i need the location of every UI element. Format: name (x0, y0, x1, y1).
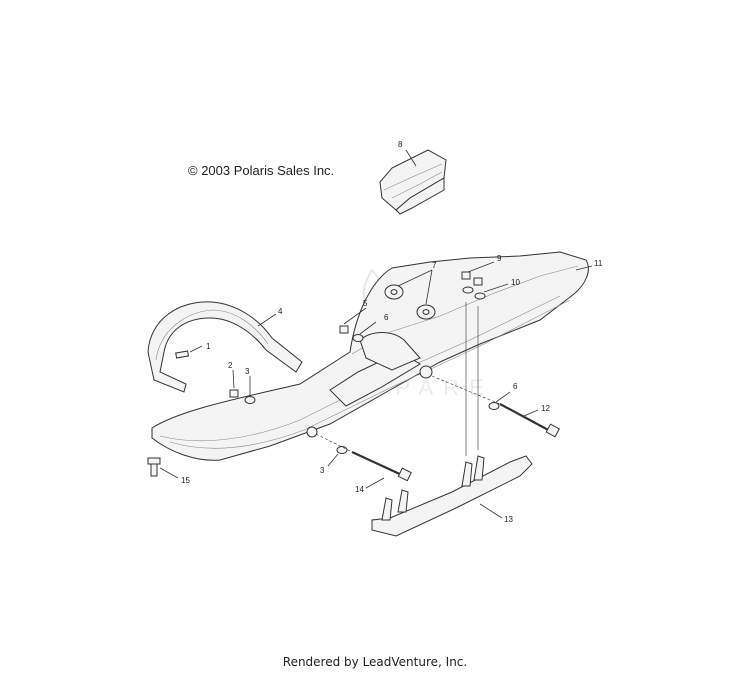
render-credit-footer: Rendered by LeadVenture, Inc. (282, 655, 468, 669)
leader-lines (159, 149, 593, 519)
callout-3-upper: 3 (245, 367, 250, 376)
callout-14: 14 (355, 485, 364, 494)
assembly-guide-lines (315, 302, 501, 456)
wear-bar-part-13[interactable] (371, 455, 533, 537)
callout-15: 15 (181, 476, 190, 485)
callout-12: 12 (541, 404, 550, 413)
washer-part-3-lower[interactable] (336, 446, 348, 454)
bushing-part-7-b[interactable] (416, 304, 436, 320)
bolt-part-15[interactable] (147, 457, 161, 477)
washer-part-10[interactable] (462, 286, 486, 300)
copyright-notice: © 2003 Polaris Sales Inc. (188, 163, 335, 178)
ski-body-part-11[interactable] (151, 251, 589, 461)
callout-13: 13 (504, 515, 513, 524)
callout-9: 9 (497, 254, 502, 263)
callout-5: 5 (363, 299, 368, 308)
callout-7: 7 (432, 261, 437, 270)
bolt-part-12[interactable] (499, 403, 560, 438)
callout-labels: 1 2 3 3 4 5 6 6 7 8 9 10 11 12 13 14 15 (181, 140, 603, 524)
nut-part-5[interactable] (339, 325, 349, 334)
callout-3-lower: 3 (320, 466, 325, 475)
pin-part-1[interactable] (175, 350, 190, 359)
callout-1: 1 (206, 342, 211, 351)
bolt-part-14[interactable] (351, 451, 412, 482)
callout-4: 4 (278, 307, 283, 316)
callout-8: 8 (398, 140, 403, 149)
bushing-part-7-a[interactable] (384, 284, 404, 300)
callout-10: 10 (511, 278, 520, 287)
washer-part-3-upper[interactable] (244, 396, 256, 404)
ski-loop-part-4[interactable] (147, 301, 303, 393)
ski-saddle-part-8[interactable] (379, 149, 447, 215)
washer-part-6-upper[interactable] (352, 334, 364, 342)
callout-6-upper: 6 (384, 313, 389, 322)
callout-6-lower: 6 (513, 382, 518, 391)
callout-11: 11 (594, 259, 603, 268)
washer-part-6-lower[interactable] (488, 402, 500, 410)
nut-part-9[interactable] (461, 271, 483, 286)
callout-2: 2 (228, 361, 233, 370)
nut-part-2[interactable] (229, 389, 239, 398)
